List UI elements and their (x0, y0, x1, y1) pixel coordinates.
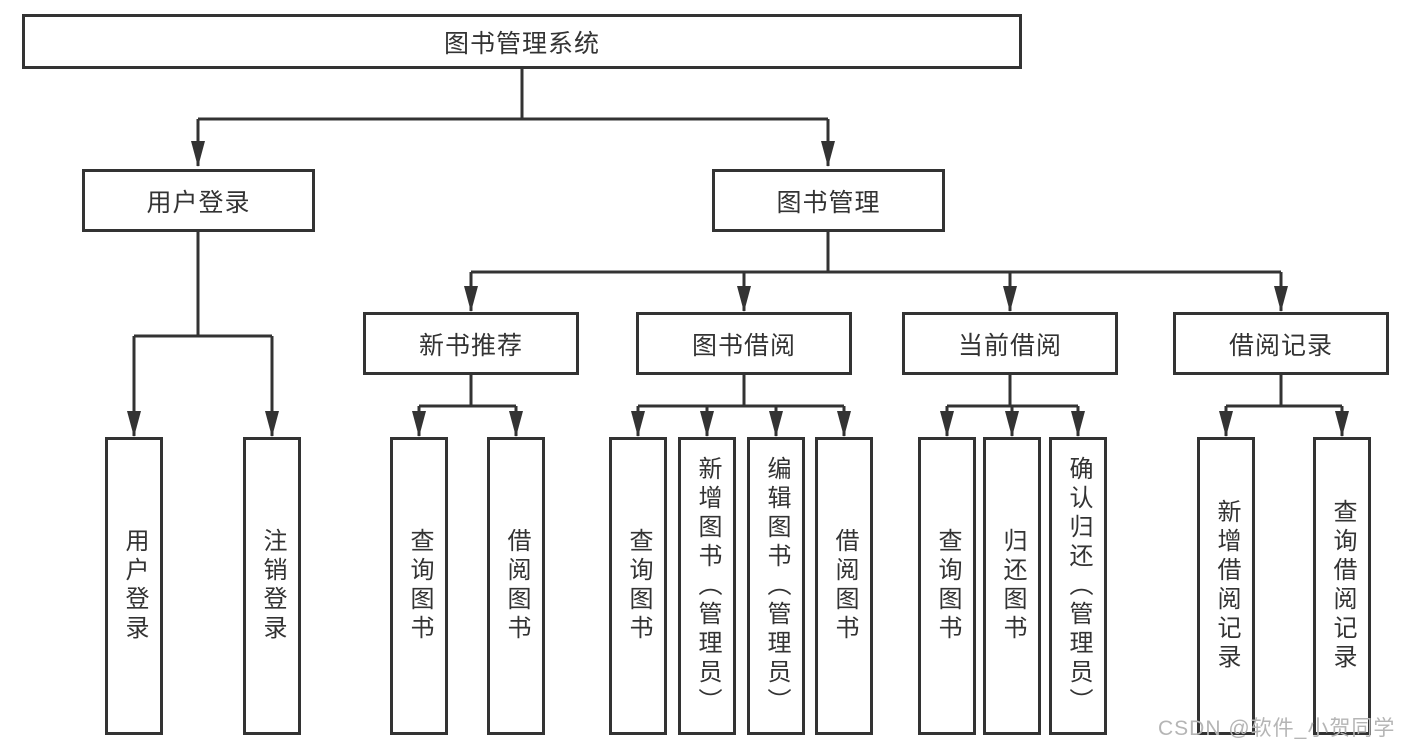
connector-root (198, 69, 828, 121)
leaf-query-borrow-record: 查询借阅记录 (1313, 437, 1371, 735)
leaf-user-login: 用户登录 (105, 437, 163, 735)
node-book-management: 图书管理 (712, 169, 945, 232)
leaf-add-borrow-record: 新增借阅记录 (1197, 437, 1255, 735)
leaf-return-books: 归还图书 (983, 437, 1041, 735)
leaf-confirm-return-admin: 确认归还（管理员） (1049, 437, 1107, 735)
leaf-query-books: 查询图书 (390, 437, 448, 735)
leaf-add-book-admin: 新增图书（管理员） (678, 437, 736, 735)
watermark: CSDN @软件_小贺同学 (1158, 717, 1396, 740)
node-book-management-system: 图书管理系统 (22, 14, 1022, 69)
node-new-book-recommendation: 新书推荐 (363, 312, 579, 375)
connector-borrowing-records (1226, 375, 1342, 408)
leaf-logout: 注销登录 (243, 437, 301, 735)
connector-book-management (471, 232, 1281, 274)
node-user-login: 用户登录 (82, 169, 315, 232)
leaf-borrow-books: 借阅图书 (815, 437, 873, 735)
connector-current-borrowing (947, 375, 1078, 408)
node-borrowing-records: 借阅记录 (1173, 312, 1389, 375)
node-book-borrowing: 图书借阅 (636, 312, 852, 375)
node-current-borrowing: 当前借阅 (902, 312, 1118, 375)
leaf-edit-book-admin: 编辑图书（管理员） (747, 437, 805, 735)
connector-new-book-recommendation (419, 375, 516, 408)
connector-book-borrowing (638, 375, 844, 408)
leaf-query-books: 查询图书 (609, 437, 667, 735)
leaf-query-books: 查询图书 (918, 437, 976, 735)
connector-user-login (134, 232, 272, 338)
leaf-borrow-books: 借阅图书 (487, 437, 545, 735)
